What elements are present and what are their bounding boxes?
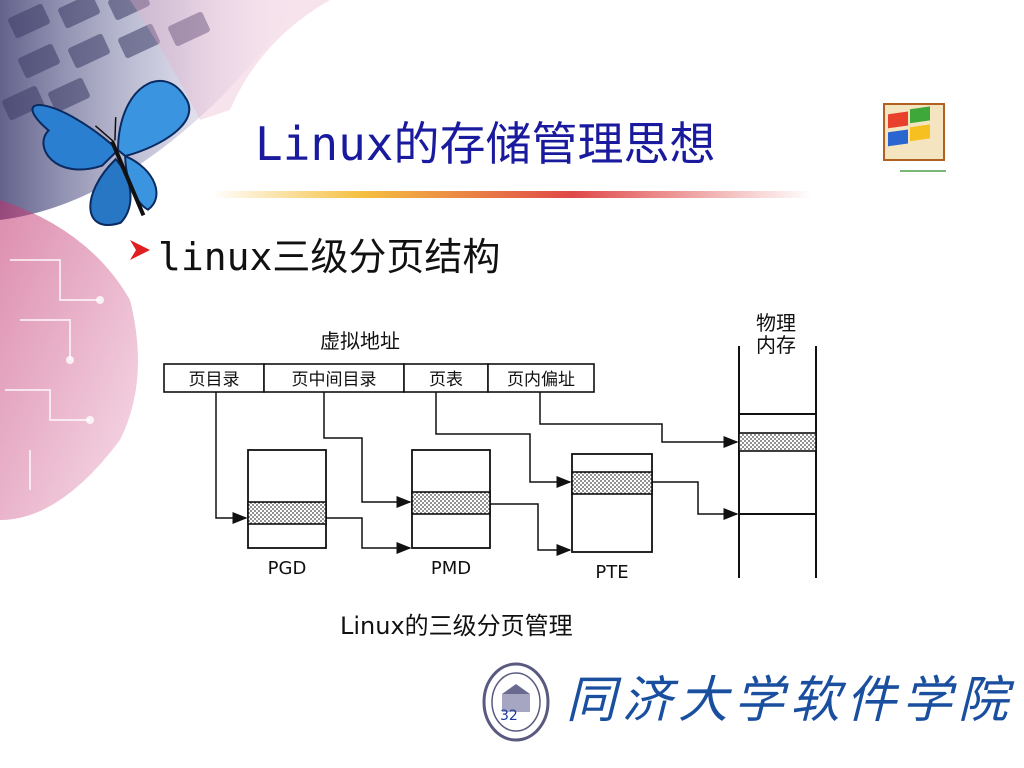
paging-arrows (215, 392, 739, 556)
slide-title: Linux的存储管理思想 (255, 117, 716, 171)
university-seal-logo (482, 662, 550, 742)
field-page-middle-directory: 页中间目录 (292, 370, 377, 390)
pgd-table (247, 449, 327, 549)
pte-label: PTE (595, 562, 628, 583)
windows-logo-icon (883, 103, 946, 172)
pte-table (571, 453, 653, 553)
physical-memory-column (738, 346, 817, 578)
field-page-directory: 页目录 (189, 370, 240, 390)
physical-memory-label-line1: 物理 (756, 311, 796, 335)
bullet-text: linux三级分页结构 (158, 235, 501, 279)
page-number: 32 (500, 708, 518, 724)
butterfly-decoration (31, 79, 191, 226)
field-page-offset: 页内偏址 (507, 370, 575, 390)
field-page-table: 页表 (429, 370, 463, 390)
virtual-address-label: 虚拟地址 (320, 329, 400, 353)
physical-memory-label-line2: 内存 (756, 333, 796, 357)
school-name: 同济大学软件学院 (566, 671, 1014, 729)
figure-caption: Linux的三级分页管理 (340, 612, 573, 640)
pmd-table (411, 449, 491, 549)
pgd-label: PGD (268, 558, 307, 579)
arrow-bullet-icon (130, 240, 150, 260)
paging-diagram: 虚拟地址 页目录 页中间目录 页表 页内偏址 物理 内存 PGD PMD PTE (163, 311, 817, 583)
pmd-label: PMD (431, 558, 471, 579)
physical-page-frame (738, 432, 817, 452)
virtual-address-fields (163, 363, 595, 393)
